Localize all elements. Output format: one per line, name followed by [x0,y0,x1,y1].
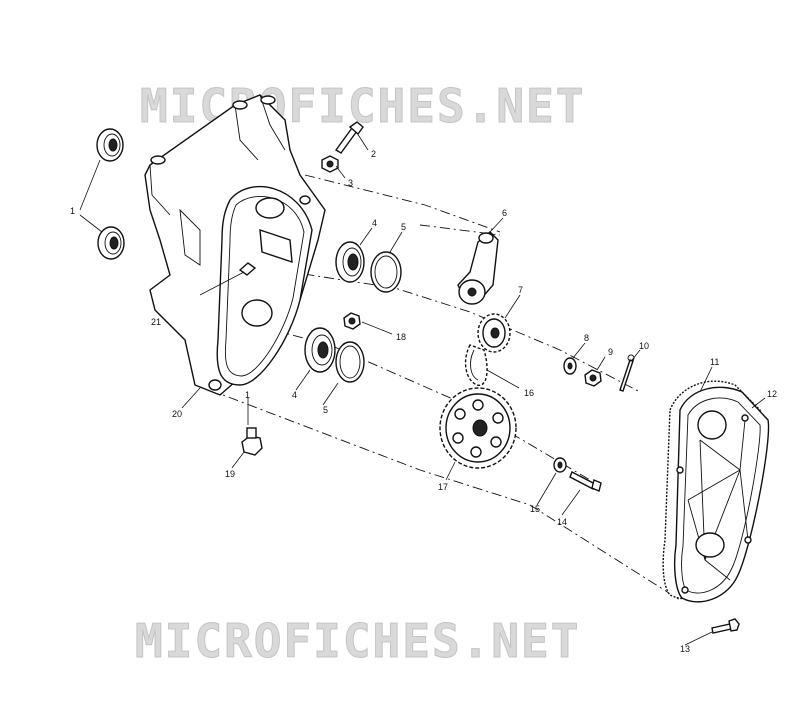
watermark-bottom: MICROFICHES.NET [135,614,580,668]
nut-middle [343,312,361,330]
washer-lower [553,457,567,473]
callout-18: 18 [396,332,406,342]
castle-nut [584,369,602,387]
upper-sprocket [477,313,511,353]
drain-plug [241,427,263,456]
cover-screw [711,618,740,634]
callout-9: 9 [608,347,613,357]
seal-upper [96,128,124,162]
drive-chain [464,344,488,386]
leader-lines [79,132,766,646]
callout-8: 8 [584,333,589,343]
washer [563,357,577,375]
callout-1-housing: 1 [245,390,250,400]
bolt-top [334,121,364,154]
lower-sprocket [439,387,517,469]
callout-13: 13 [680,644,690,654]
callouts: 1 2 3 4 4 5 5 6 7 8 9 10 11 12 13 14 15 … [70,149,777,654]
callout-20: 20 [172,409,182,419]
snap-ring-lower [335,341,365,383]
callout-5-upper: 5 [401,222,406,232]
bearing-lower [304,327,336,373]
stud-bolt [199,262,257,296]
snap-ring-upper [370,251,402,293]
cotter-pin [619,354,635,392]
callout-7: 7 [518,285,523,295]
callout-5-lower: 5 [323,405,328,415]
callout-15: 15 [530,504,540,514]
chaincase-cover [673,386,770,603]
callout-19: 19 [225,469,235,479]
callout-11: 11 [710,357,719,367]
callout-21: 21 [151,317,161,327]
callout-6: 6 [502,208,507,218]
seal-lower [97,226,125,260]
callout-1: 1 [70,206,75,216]
bearing-upper [335,241,365,283]
callout-4-lower: 4 [292,390,297,400]
callout-12: 12 [767,389,777,399]
callout-17: 17 [438,482,448,492]
callout-3: 3 [348,178,353,188]
chain-tensioner [457,231,499,305]
callout-4-upper: 4 [372,218,377,228]
callout-10: 10 [639,341,649,351]
bolt-lower [569,471,602,492]
callout-2: 2 [371,149,376,159]
callout-14: 14 [557,517,567,527]
nut-top [321,155,339,173]
callout-16: 16 [524,388,534,398]
chaincase-housing [144,94,326,396]
